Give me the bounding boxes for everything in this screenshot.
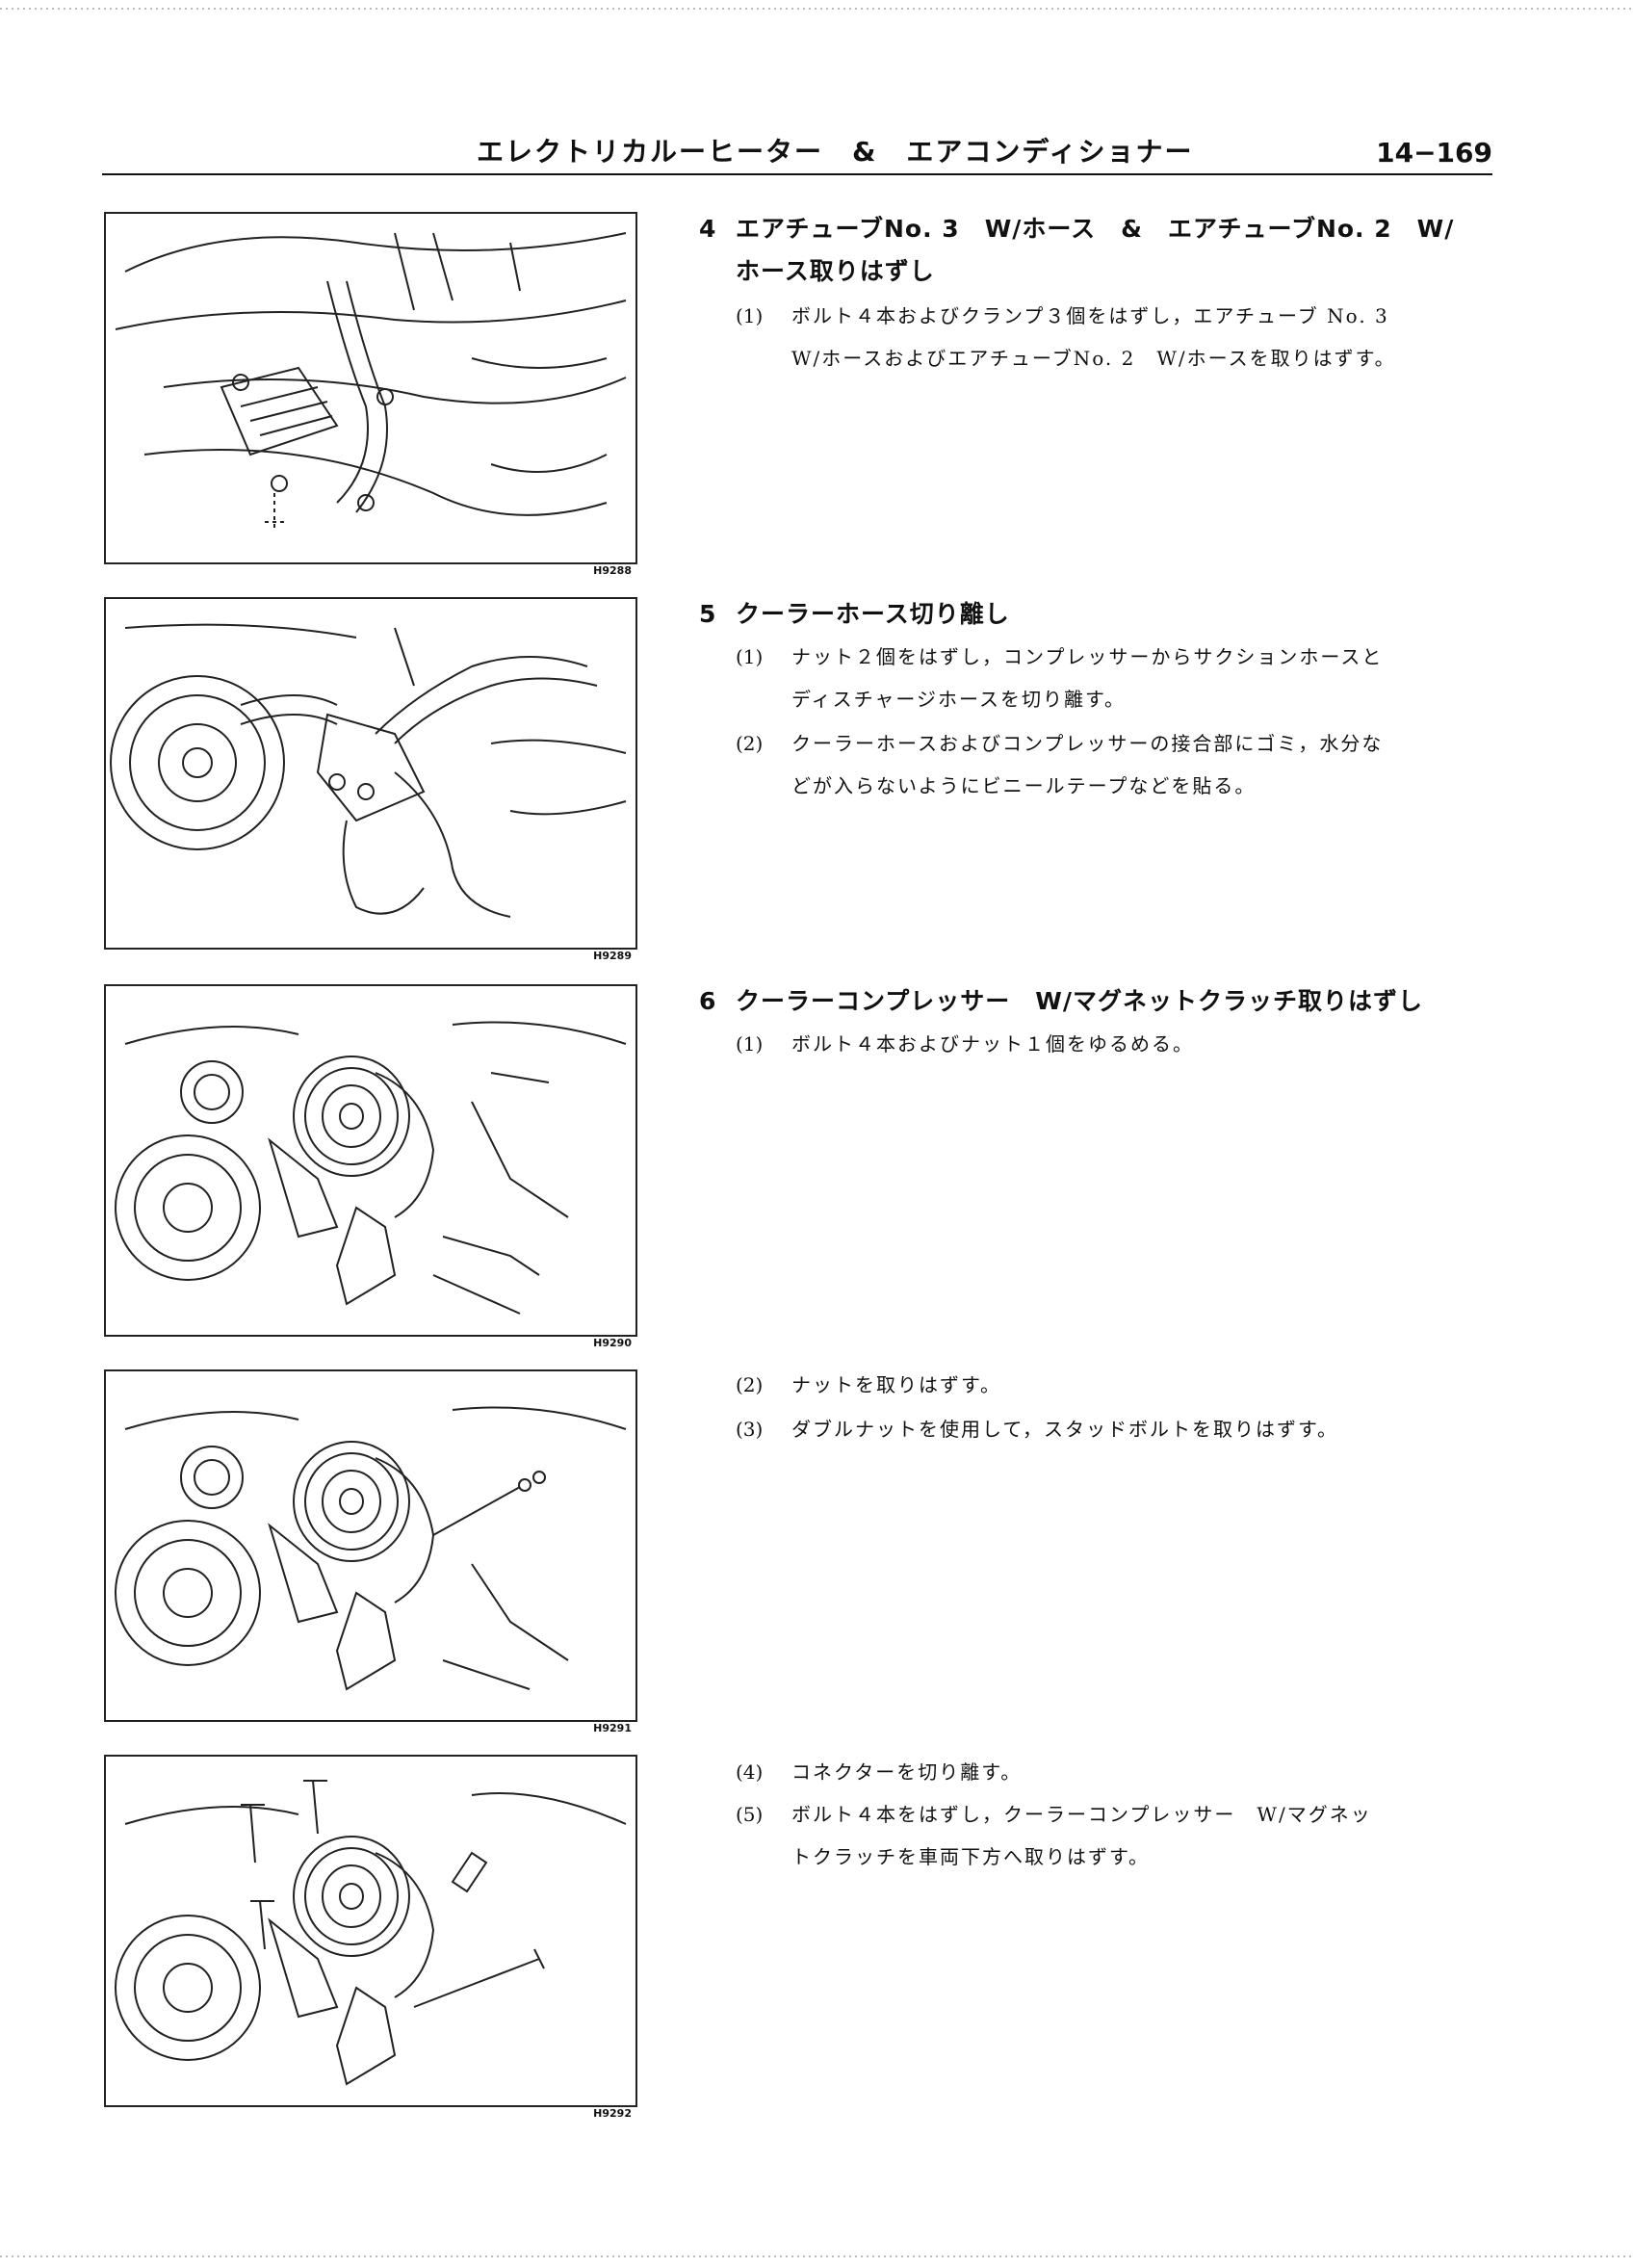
header-rule bbox=[102, 173, 1492, 175]
step-title-line1: エアチューブNo. 3 W/ホース & エアチューブNo. 2 W/ bbox=[736, 215, 1455, 243]
sub-line2: W/ホースおよびエアチューブNo. 2 W/ホースを取りはずす。 bbox=[791, 347, 1396, 370]
sub-index: (3) bbox=[736, 1418, 764, 1441]
air-tube-hose-icon bbox=[115, 232, 627, 532]
step-5-title: 5 クーラーホース切り離し bbox=[699, 593, 1517, 636]
step-6-title: 6 クーラーコンプレッサー W/マグネットクラッチ取りはずし bbox=[699, 980, 1537, 1023]
figure-compressor-stud bbox=[104, 1369, 637, 1722]
scan-edge-bottom bbox=[0, 2255, 1633, 2257]
figure-air-tube bbox=[104, 212, 637, 564]
compressor-stud-icon bbox=[115, 1406, 627, 1691]
step-6-sub-5: (5) ボルト４本をはずし，クーラーコンプレッサー W/マグネッ トクラッチを車両… bbox=[736, 1793, 1525, 1878]
figure-compressor-removal bbox=[104, 1755, 637, 2107]
sub-index: (2) bbox=[736, 1373, 764, 1396]
figure-cooler-hose bbox=[104, 597, 637, 950]
sub-line2: ディスチャージホースを切り離す。 bbox=[791, 688, 1126, 711]
sub-line1: ボルト４本およびナット１個をゆるめる。 bbox=[791, 1032, 1194, 1056]
compressor-removal-icon bbox=[115, 1780, 627, 2086]
figure-code-h9292: H9292 bbox=[593, 2107, 632, 2120]
step-number: 5 bbox=[699, 600, 717, 628]
step-number: 4 bbox=[699, 215, 717, 243]
sub-line1: コネクターを切り離す。 bbox=[791, 1760, 1023, 1784]
figure-code-h9291: H9291 bbox=[593, 1722, 632, 1734]
sub-index: (2) bbox=[736, 732, 764, 755]
page-number: 14−169 bbox=[1376, 137, 1492, 169]
figure-code-h9289: H9289 bbox=[593, 950, 632, 962]
sub-line1: ナット２個をはずし，コンプレッサーからサクションホースと bbox=[791, 645, 1384, 668]
step-4-sub-1: (1) ボルト４本およびクランプ３個をはずし，エアチューブ No. 3 W/ホース… bbox=[736, 295, 1525, 379]
page-header-title: エレクトリカルーヒーター & エアコンディショナー bbox=[477, 136, 1194, 168]
step-6-sub-1: (1) ボルト４本およびナット１個をゆるめる。 bbox=[736, 1023, 1525, 1065]
scan-edge-top bbox=[0, 8, 1633, 10]
figure-code-h9288: H9288 bbox=[593, 564, 632, 577]
sub-index: (1) bbox=[736, 1032, 764, 1056]
step-title-line2: ホース取りはずし bbox=[736, 257, 935, 285]
cooler-hose-icon bbox=[110, 623, 627, 918]
sub-line1: ダブルナットを使用して，スタッドボルトを取りはずす。 bbox=[791, 1418, 1338, 1441]
figure-code-h9290: H9290 bbox=[593, 1337, 632, 1349]
step-5-sub-1: (1) ナット２個をはずし，コンプレッサーからサクションホースと ディスチャージホ… bbox=[736, 636, 1525, 720]
step-6-sub-3: (3) ダブルナットを使用して，スタッドボルトを取りはずす。 bbox=[736, 1408, 1525, 1450]
sub-index: (5) bbox=[736, 1803, 764, 1826]
sub-line1: ボルト４本をはずし，クーラーコンプレッサー W/マグネッ bbox=[791, 1803, 1372, 1826]
sub-index: (1) bbox=[736, 645, 764, 668]
step-number: 6 bbox=[699, 987, 717, 1015]
compressor-bolts-icon bbox=[115, 1021, 627, 1315]
step-6-sub-4: (4) コネクターを切り離す。 bbox=[736, 1751, 1525, 1793]
figure-compressor-bolts bbox=[104, 984, 637, 1337]
sub-line1: ナットを取りはずす。 bbox=[791, 1373, 1001, 1396]
step-5-sub-2: (2) クーラーホースおよびコンプレッサーの接合部にゴミ，水分な どが入らないよう… bbox=[736, 722, 1525, 807]
sub-line1: ボルト４本およびクランプ３個をはずし，エアチューブ No. 3 bbox=[791, 304, 1389, 327]
sub-index: (4) bbox=[736, 1760, 764, 1784]
step-4-title: 4 エアチューブNo. 3 W/ホース & エアチューブNo. 2 W/ ホース取… bbox=[699, 208, 1517, 293]
step-title-line1: クーラーホース切り離し bbox=[736, 600, 1010, 628]
step-6-sub-2: (2) ナットを取りはずす。 bbox=[736, 1364, 1525, 1406]
sub-line1: クーラーホースおよびコンプレッサーの接合部にゴミ，水分な bbox=[791, 732, 1384, 755]
sub-index: (1) bbox=[736, 304, 764, 327]
step-title-line1: クーラーコンプレッサー W/マグネットクラッチ取りはずし bbox=[736, 987, 1423, 1015]
sub-line2: トクラッチを車両下方へ取りはずす。 bbox=[791, 1845, 1150, 1868]
sub-line2: どが入らないようにビニールテープなどを貼る。 bbox=[791, 774, 1257, 797]
